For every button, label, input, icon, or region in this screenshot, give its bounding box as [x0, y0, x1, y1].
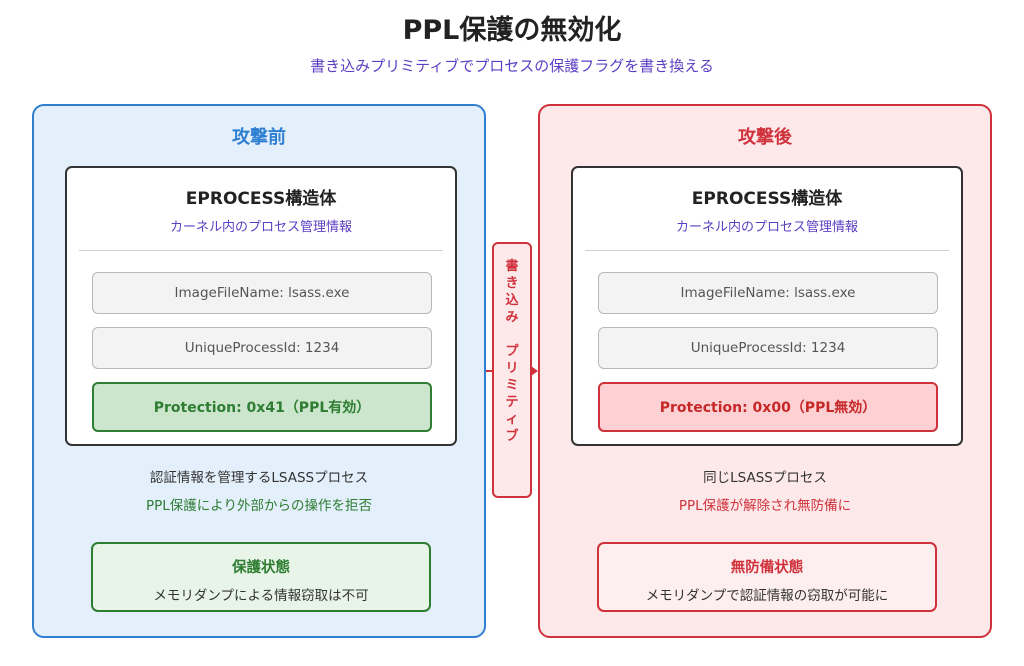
image-file-name-field: ImageFileName: lsass.exe [92, 272, 432, 314]
protection-description: PPL保護により外部からの操作を拒否 [145, 498, 373, 514]
state-description: メモリダンプで認証情報の窃取が可能に [645, 588, 889, 604]
protection-field: Protection: 0x41（PPL有効） [92, 382, 432, 432]
divider [585, 250, 949, 251]
write-primitive-label: 書 き 込 み プ リ ミ テ ィ ブ [494, 258, 530, 445]
state-title: 無防備状態 [730, 560, 804, 576]
primitive-gap [494, 326, 530, 343]
eprocess-title: EPROCESS構造体 [185, 189, 337, 209]
primitive-char: テ [505, 395, 519, 410]
protection-description: PPL保護が解除され無防備に [678, 498, 852, 514]
primitive-char: ブ [505, 429, 519, 444]
primitive-char: 込 [505, 293, 519, 308]
protected-state-box: 保護状態 メモリダンプによる情報窃取は不可 [91, 542, 431, 612]
eprocess-structure-before: EPROCESS構造体 カーネル内のプロセス管理情報 ImageFileName… [65, 166, 457, 446]
before-panel-title: 攻撃前 [232, 127, 286, 148]
page-subtitle: 書き込みプリミティブでプロセスの保護フラグを書き換える [310, 57, 714, 75]
process-description: 同じLSASSプロセス [703, 470, 827, 486]
primitive-char: ィ [505, 412, 519, 427]
primitive-char: 書 [505, 259, 519, 274]
write-primitive-box: 書 き 込 み プ リ ミ テ ィ ブ [492, 242, 532, 498]
image-file-name-field: ImageFileName: lsass.exe [598, 272, 938, 314]
after-panel-title: 攻撃後 [738, 127, 792, 148]
primitive-char: リ [505, 361, 519, 376]
process-id-field: UniqueProcessId: 1234 [92, 327, 432, 369]
divider [79, 250, 443, 251]
eprocess-structure-after: EPROCESS構造体 カーネル内のプロセス管理情報 ImageFileName… [571, 166, 963, 446]
primitive-char: プ [505, 344, 519, 359]
after-attack-panel: 攻撃後 EPROCESS構造体 カーネル内のプロセス管理情報 ImageFile… [538, 104, 992, 638]
primitive-char: き [505, 276, 519, 291]
page-title: PPL保護の無効化 [402, 15, 622, 46]
state-description: メモリダンプによる情報窃取は不可 [153, 588, 369, 604]
eprocess-title: EPROCESS構造体 [691, 189, 843, 209]
unprotected-state-box: 無防備状態 メモリダンプで認証情報の窃取が可能に [597, 542, 937, 612]
process-id-field: UniqueProcessId: 1234 [598, 327, 938, 369]
primitive-char: み [505, 310, 519, 325]
before-attack-panel: 攻撃前 EPROCESS構造体 カーネル内のプロセス管理情報 ImageFile… [32, 104, 486, 638]
eprocess-subtitle: カーネル内のプロセス管理情報 [675, 220, 858, 235]
primitive-char: ミ [505, 378, 519, 393]
eprocess-subtitle: カーネル内のプロセス管理情報 [169, 220, 352, 235]
process-description: 認証情報を管理するLSASSプロセス [149, 470, 369, 486]
protection-field: Protection: 0x00（PPL無効） [598, 382, 938, 432]
arrow-right-icon [531, 366, 538, 376]
state-title: 保護状態 [232, 560, 290, 576]
